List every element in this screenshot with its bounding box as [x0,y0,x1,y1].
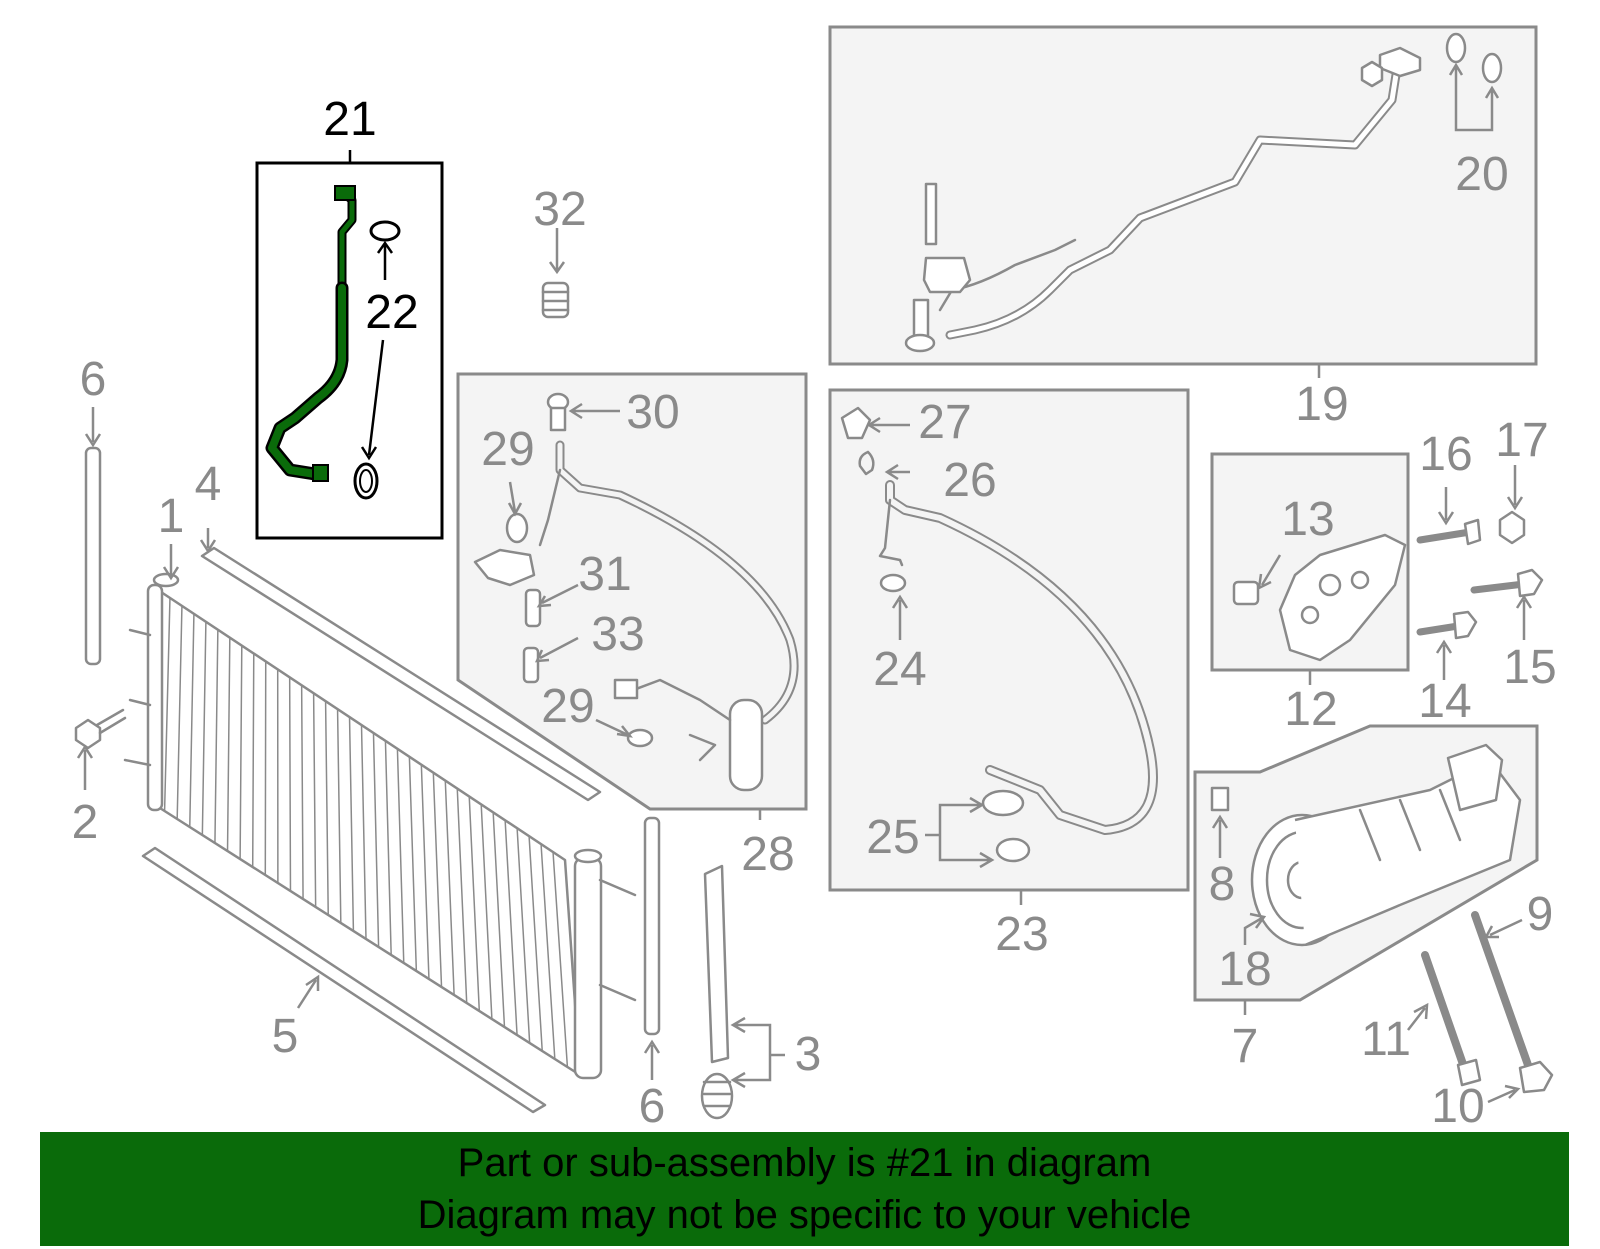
callout-6a: 6 [80,353,107,406]
bumper-part [541,281,570,319]
callout-29a: 29 [481,423,534,476]
bolt-part [74,708,127,750]
info-banner: Part or sub-assembly is #21 in diagram D… [40,1132,1569,1246]
callout-29b: 29 [541,680,594,733]
callout-23: 23 [995,908,1048,961]
callout-26: 26 [943,454,996,507]
bracket-part [643,816,661,1036]
leader-14 [1435,639,1453,680]
callout-13: 13 [1281,493,1334,546]
leader-18 [1243,912,1267,945]
o-ring-part-22 [353,220,401,500]
callout-18: 18 [1218,943,1271,996]
leader-8 [1211,814,1229,858]
callout-11: 11 [1361,1013,1411,1066]
callout-24: 24 [873,643,926,696]
leader-31 [536,583,579,608]
leader-30 [568,402,620,420]
callout-5: 5 [272,1010,299,1063]
leader-24 [891,594,909,640]
leader-16 [1437,487,1455,526]
banner-line-1: Part or sub-assembly is #21 in diagram [457,1141,1152,1185]
leader-20 [1448,62,1500,132]
callout-7: 7 [1232,1020,1259,1073]
leader-27 [866,416,910,434]
leader-22 [360,240,394,461]
mount-bolts-part [1421,911,1554,1094]
callout-27: 27 [918,396,971,449]
compressor-part [1210,743,1522,947]
callout-1: 1 [158,490,185,543]
leader-33 [534,636,579,663]
manifold-part [1232,533,1407,662]
leader-29b [595,718,633,738]
leader-26 [884,463,910,481]
callout-10: 10 [1431,1080,1484,1133]
leader-15 [1515,594,1533,640]
callout-25: 25 [866,811,919,864]
callout-12: 12 [1284,683,1337,736]
callout-28: 28 [741,828,794,881]
callout-33: 33 [591,608,644,661]
leader-10 [1487,1084,1521,1104]
leader-6a [84,407,102,448]
callout-14: 14 [1418,675,1471,728]
leader-5 [296,974,320,1009]
drier-part [700,864,734,1120]
leader-29a [507,481,523,517]
callout-16: 16 [1419,428,1472,481]
callout-2: 2 [72,796,99,849]
upper-seal-part [200,546,602,802]
leader-25 [925,796,995,869]
leader-4 [199,528,217,554]
banner-line-2: Diagram may not be specific to your vehi… [417,1193,1192,1237]
group-box-28 [456,372,808,811]
leader-17 [1506,465,1524,511]
leader-13 [1257,554,1282,591]
ac-line-part-21 [265,185,357,482]
callout-8: 8 [1209,858,1236,911]
leader-9 [1483,918,1523,939]
callout-15: 15 [1503,641,1556,694]
callout-20: 20 [1455,148,1508,201]
callout-3: 3 [795,1028,822,1081]
callout-21: 21 [323,93,376,146]
bracket-part [84,446,102,666]
fasteners-part [1416,510,1544,640]
callout-22: 22 [365,286,418,339]
callout-19: 19 [1295,378,1348,431]
leader-6b [643,1039,661,1080]
callout-32: 32 [533,183,586,236]
lower-seal-part [141,846,547,1114]
suction-line-part [840,406,1158,863]
condenser-part [123,572,637,1080]
leader-32 [548,228,566,275]
group-box-19 [828,25,1538,366]
liquid-line-part [904,32,1503,353]
leader-11 [1407,1002,1429,1031]
callout-31: 31 [578,548,631,601]
leader-1 [162,544,180,581]
callout-6b: 6 [639,1080,666,1133]
callout-17: 17 [1495,414,1548,467]
leader-2 [76,744,94,790]
callout-4: 4 [195,458,222,511]
callout-30: 30 [626,386,679,439]
discharge-line-part [473,392,799,792]
callout-9: 9 [1527,888,1554,941]
leader-3 [730,1016,785,1089]
